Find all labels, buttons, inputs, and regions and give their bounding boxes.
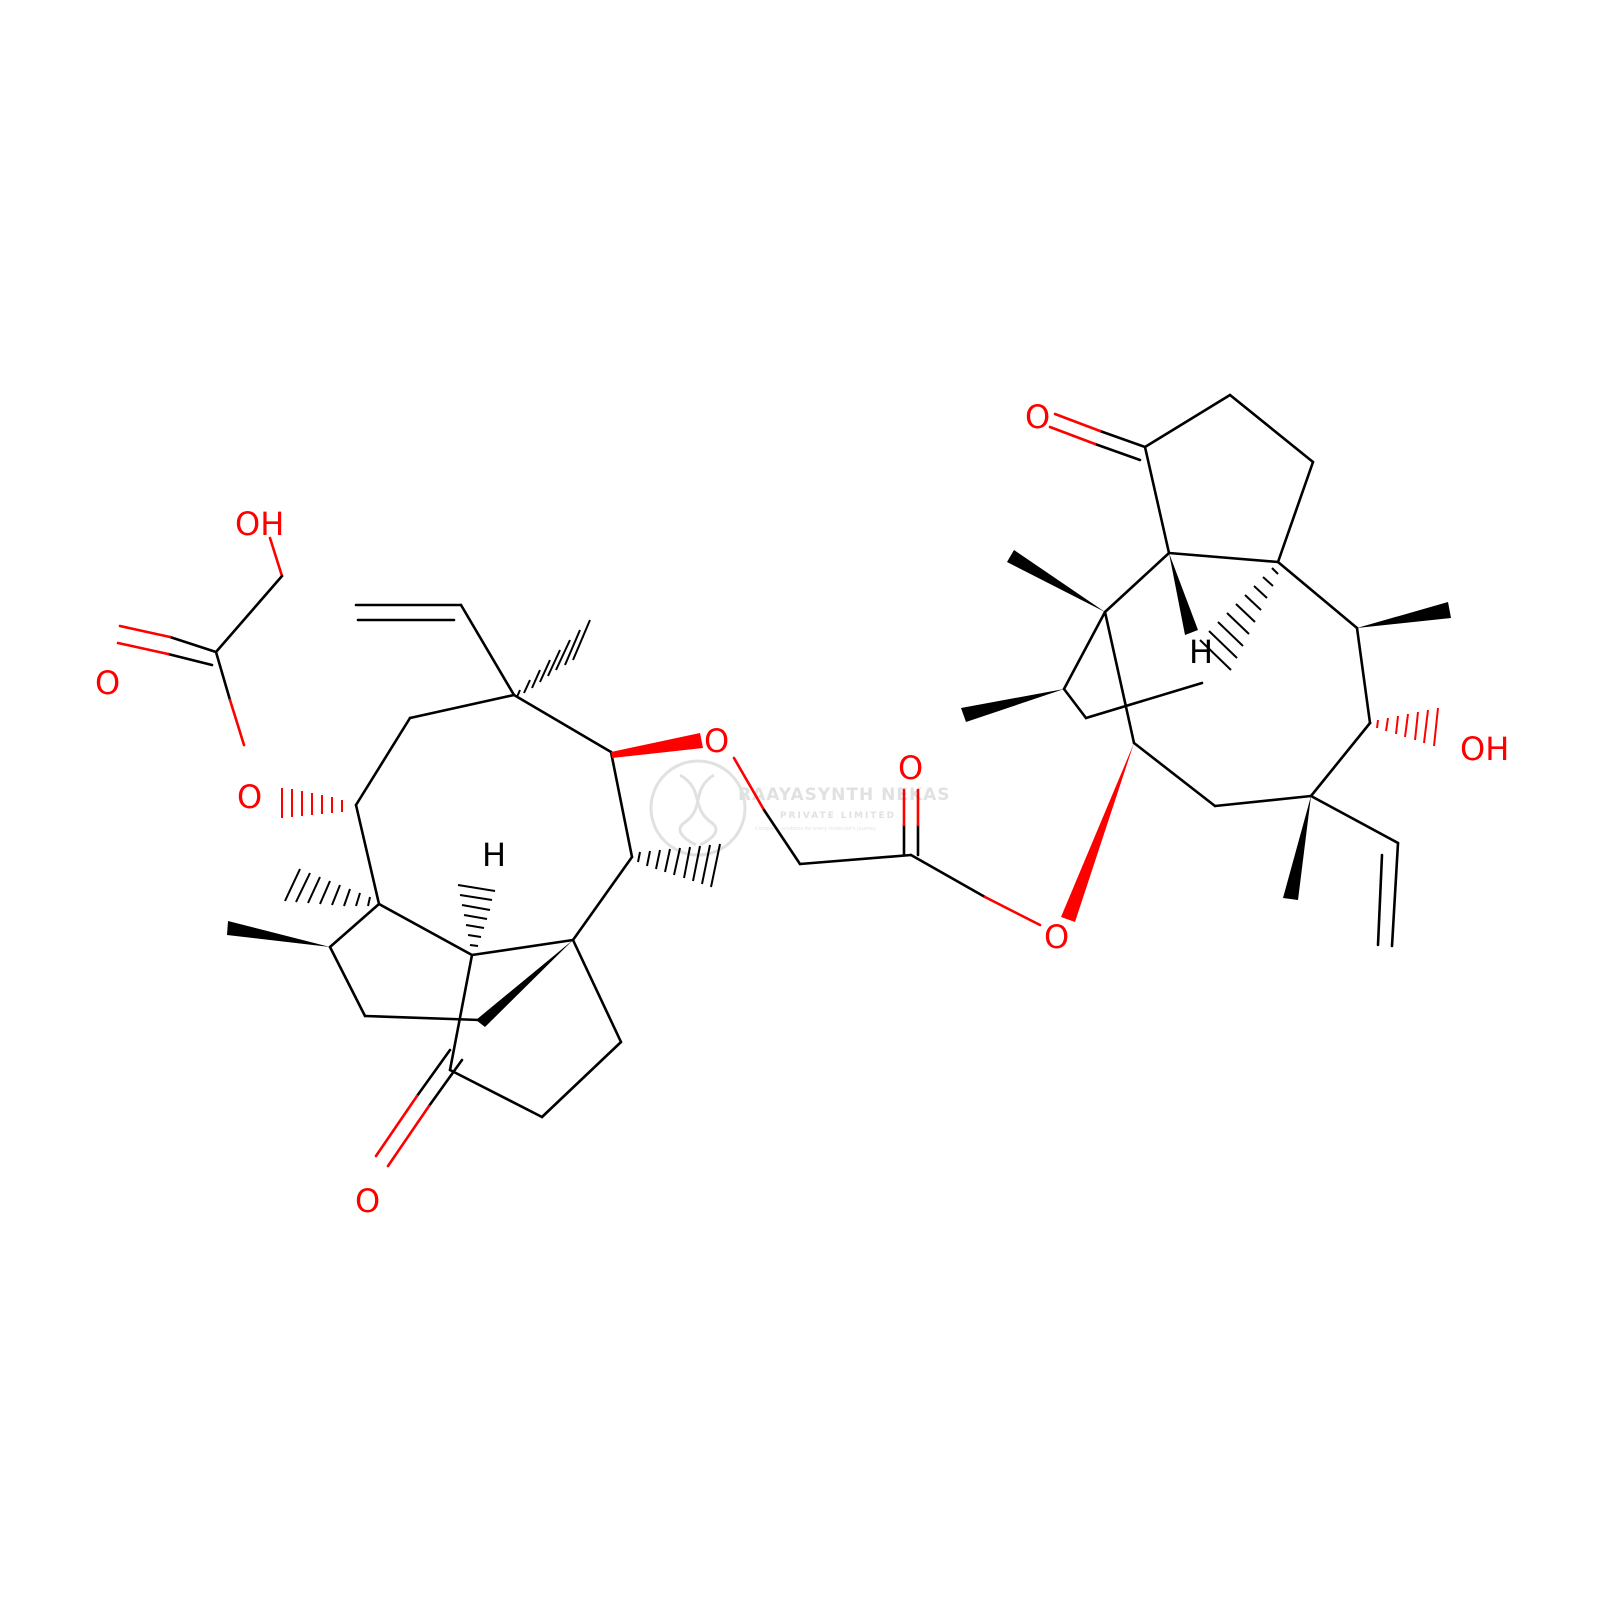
bond-c-o-double-a <box>168 635 218 654</box>
label-carbonyl-o-middle: O <box>898 749 923 787</box>
label-carbonyl-o-left-ester: O <box>95 664 120 702</box>
bond-ch2-c <box>214 574 284 654</box>
right-stereo-bonds <box>961 550 1451 922</box>
bond-b2 <box>448 1068 544 1119</box>
hash-h-left <box>457 884 496 947</box>
bond-q3 <box>1309 721 1372 798</box>
wedge-ether-o <box>611 733 703 758</box>
label-hydroxyl-right: OH <box>1460 730 1509 768</box>
label-ketone-o-left: O <box>355 1182 380 1220</box>
bond-q5 <box>1132 741 1217 808</box>
bond-k3 <box>1276 460 1315 564</box>
hash-oh-right <box>1376 707 1439 747</box>
bond-c-o-double-c <box>166 652 214 667</box>
bond-c-oester-red <box>228 698 246 747</box>
hash-methyl-top <box>516 619 591 698</box>
wedge-methyl-r2 <box>961 689 1064 722</box>
bond-kco-a-red <box>1053 412 1102 433</box>
bond-k2 <box>1228 393 1315 464</box>
bond-b1 <box>448 953 474 1072</box>
left-tricyclic-unit <box>116 536 1042 1168</box>
wedge-methyl-p1 <box>227 921 330 947</box>
bond-vinyl-r-double-b <box>1376 853 1384 947</box>
bond-ch2-ether <box>762 808 802 866</box>
wedge-bridge <box>476 940 573 1027</box>
watermark-subtitle: PRIVATE LIMITED <box>780 811 896 821</box>
bond-kco-b <box>1093 442 1142 462</box>
bond-s3 <box>1084 681 1204 720</box>
dna-helix-logo-icon <box>649 759 747 857</box>
bond-k1 <box>1143 393 1232 449</box>
bond-vinyl-r <box>1309 794 1400 845</box>
bond-kco-b-red <box>1048 425 1097 446</box>
bond-b3 <box>540 1040 623 1119</box>
wedge-methyl-r4 <box>1283 796 1311 900</box>
hash-ester-o <box>281 788 343 818</box>
wedge-methyl-r3 <box>1357 602 1451 628</box>
bond-ketone-b <box>427 1058 464 1108</box>
label-ether-o-middle: O <box>704 722 729 760</box>
label-ester-o-left: O <box>237 778 262 816</box>
bond-kco-a <box>1098 429 1147 449</box>
hash-methyl-left <box>284 868 371 907</box>
bond-b4 <box>571 938 623 1044</box>
label-h-right: H <box>1189 633 1213 671</box>
wedge-ester-o <box>1061 743 1134 922</box>
left-stereo-bonds <box>227 619 721 1027</box>
hash-methyl-right <box>637 843 721 888</box>
right-tricyclic-unit <box>1048 393 1400 948</box>
bond-p2 <box>328 945 367 1018</box>
label-hydroxyl-top: OH <box>235 505 284 543</box>
bond-c-oester <box>214 650 232 702</box>
bond-r2 <box>354 716 412 807</box>
watermark-company: RAAYASYNTH NEKAS <box>738 785 951 805</box>
logo-helix-strand-a <box>679 773 718 847</box>
bond-r8 <box>512 693 613 754</box>
bond-r3 <box>354 803 381 906</box>
bond-r5 <box>470 938 575 957</box>
bond-ketone-b-red <box>386 1104 431 1168</box>
bond-c-o-double-b <box>118 624 172 639</box>
bond-r4 <box>377 902 474 957</box>
bond-p1 <box>328 902 381 949</box>
bond-vinyl-ring <box>459 603 516 697</box>
bond-q4 <box>1213 794 1313 808</box>
bond-r7 <box>609 750 634 859</box>
bond-oester-red <box>983 895 1042 927</box>
bond-q2 <box>1355 626 1372 725</box>
wedge-methyl-r1 <box>1007 550 1105 612</box>
bond-r6 <box>571 855 634 942</box>
bond-q6 <box>1103 610 1136 745</box>
bond-q7 <box>1103 551 1171 614</box>
bond-q1 <box>1276 560 1359 630</box>
logo-helix-strand-b <box>678 773 715 847</box>
label-ester-o-middle: O <box>1044 918 1069 956</box>
bond-p3 <box>363 1014 482 1022</box>
hash-h-right <box>1199 567 1279 671</box>
bond-k4 <box>1167 551 1280 564</box>
bond-oh-ch2 <box>268 536 284 578</box>
bond-vinyl-r-double-a <box>1390 841 1400 948</box>
bond-ketone-a-red <box>374 1094 419 1158</box>
label-ketone-o-right: O <box>1025 398 1050 436</box>
bond-c-o-double-d <box>116 641 170 656</box>
bond-s1 <box>1062 610 1107 691</box>
bond-k5 <box>1143 445 1171 555</box>
wedge-h-r <box>1169 553 1198 635</box>
atom-labels: OH O O H O O O O O H OH <box>95 398 1509 1220</box>
bond-ether-o-ch2 <box>732 756 766 812</box>
bond-ch2-carbonyl <box>798 853 913 866</box>
bond-carbonyl-oester <box>909 853 987 899</box>
bond-s2 <box>1062 687 1088 720</box>
label-h-left: H <box>482 836 506 874</box>
watermark-tagline: Complete solutions for every molecule's … <box>755 826 876 832</box>
bond-r1 <box>408 693 516 720</box>
bond-ketone-a <box>415 1048 452 1098</box>
